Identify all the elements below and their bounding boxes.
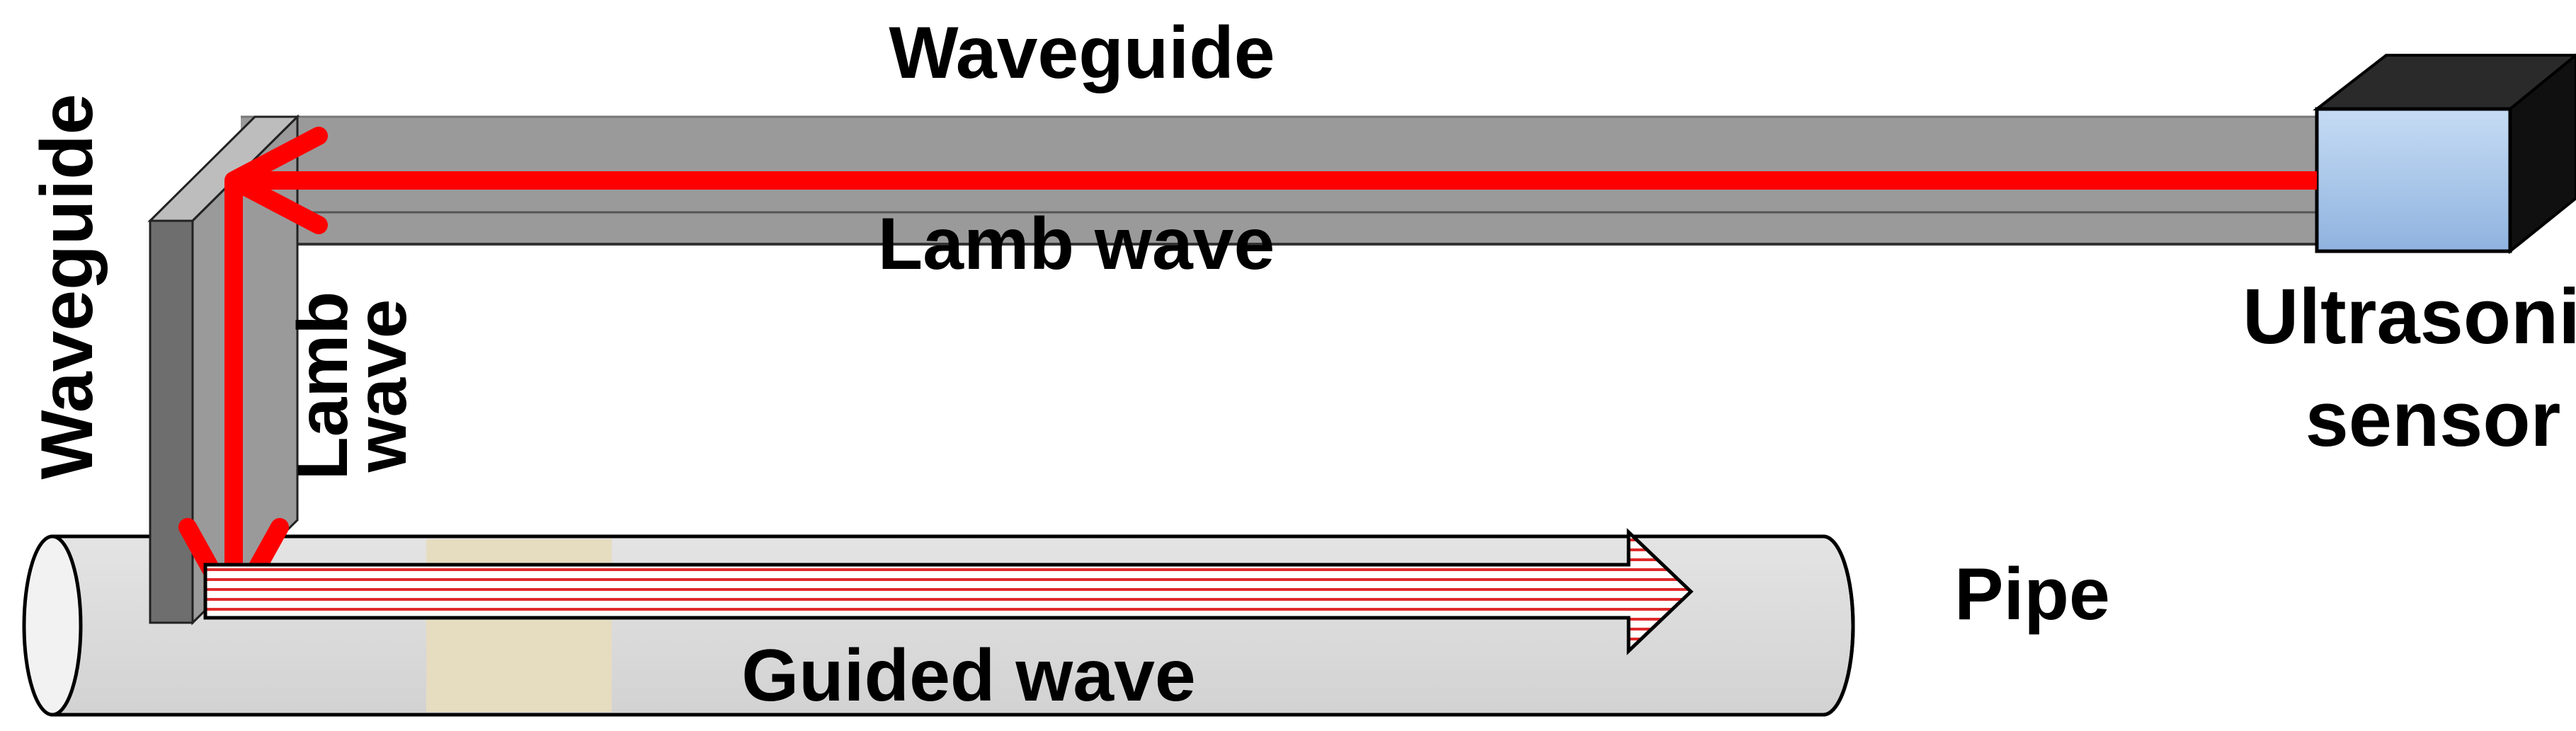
lamb-wave-vertical-label-line1: Lamb — [283, 292, 363, 480]
guided-wave-arrow-body — [203, 528, 1694, 655]
pipe-outline-bottom — [52, 534, 1855, 717]
guided-wave-arrow-icon — [203, 528, 1694, 655]
waveguide-vertical-label: Waveguide — [26, 93, 108, 479]
sensor-front-face — [2315, 107, 2512, 253]
guided-wave-label: Guided wave — [741, 635, 1196, 717]
vertical-waveguide-side-face — [149, 219, 194, 624]
pipe-label: Pipe — [1954, 553, 2110, 635]
ultrasonic-sensor-label-line1: Ultrasonic — [2242, 273, 2576, 360]
waveguide-top-label: Waveguide — [889, 12, 1275, 94]
vertical-waveguide-front-face — [191, 114, 299, 626]
lamb-wave-horizontal-label: Lamb wave — [878, 203, 1275, 285]
lamb-wave-vertical-label-line2: wave — [342, 299, 421, 473]
ultrasonic-sensor-label-line2: sensor — [2306, 376, 2561, 463]
ultrasonic-sensor-icon — [2313, 53, 2576, 255]
lamb-wave-vertical-label: Lamb wave — [283, 292, 421, 480]
pipe-end-cap — [22, 534, 83, 717]
lamb-wave-arrow — [178, 127, 2317, 619]
